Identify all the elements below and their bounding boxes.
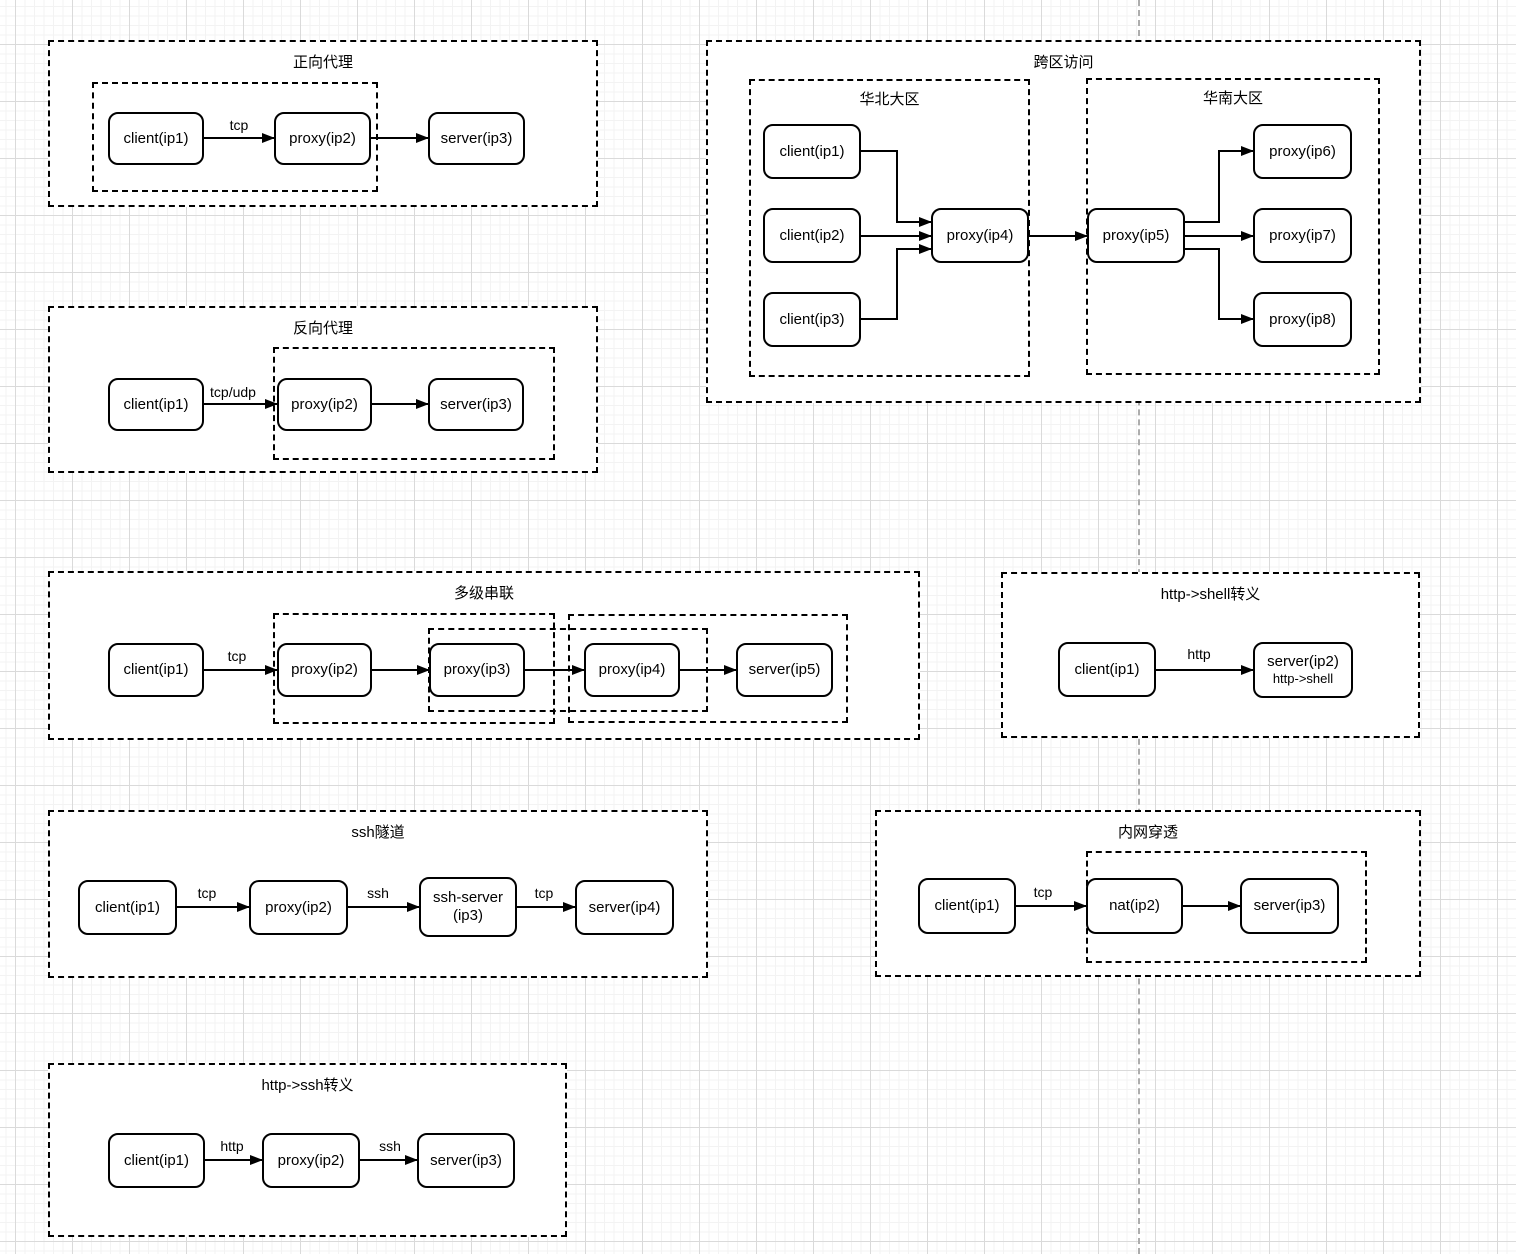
node-server-ip2[interactable]: server(ip2)http->shell xyxy=(1253,642,1353,698)
node-label: server(ip3) xyxy=(440,129,513,147)
node-label: (ip3) xyxy=(452,907,483,924)
edge-label: tcp xyxy=(535,885,554,901)
node-label: client(ip3) xyxy=(779,310,845,328)
node-server-ip3[interactable]: server(ip3) xyxy=(417,1133,515,1188)
node-nat-ip2[interactable]: nat(ip2) xyxy=(1086,878,1183,934)
node-client-ip1[interactable]: client(ip1) xyxy=(1058,642,1156,697)
node-server-ip3[interactable]: server(ip3) xyxy=(428,378,524,431)
node-client-ip2[interactable]: client(ip2) xyxy=(763,208,861,263)
node-proxy-ip8[interactable]: proxy(ip8) xyxy=(1253,292,1352,347)
edge-label: ssh xyxy=(367,885,389,901)
edge-label: tcp xyxy=(230,117,249,133)
node-label: client(ip1) xyxy=(1074,660,1140,678)
section-title-http-shell-escape: http->shell转义 xyxy=(1160,586,1261,603)
node-label: server(ip4) xyxy=(588,898,661,916)
node-proxy-ip2[interactable]: proxy(ip2) xyxy=(249,880,348,935)
node-label: proxy(ip4) xyxy=(598,661,666,678)
edge-label: http xyxy=(1187,646,1211,662)
edge-label: tcp xyxy=(198,885,217,901)
node-client-ip1[interactable]: client(ip1) xyxy=(108,1133,205,1188)
node-proxy-ip7[interactable]: proxy(ip7) xyxy=(1253,208,1352,263)
node-label: server(ip3) xyxy=(430,1151,502,1169)
edge-arrow[interactable] xyxy=(861,244,932,320)
edge-arrow[interactable] xyxy=(861,150,932,227)
section-title-http-ssh-escape: http->ssh转义 xyxy=(261,1077,354,1094)
node-client-ip1[interactable]: client(ip1) xyxy=(108,112,204,165)
node-server-ip4[interactable]: server(ip4) xyxy=(575,880,674,935)
node-label: proxy(ip7) xyxy=(1269,226,1336,244)
node-label: proxy(ip5) xyxy=(1102,226,1170,244)
node-label: proxy(ip2) xyxy=(291,661,358,678)
node-label: proxy(ip6) xyxy=(1269,142,1336,160)
edge-label: tcp/udp xyxy=(210,384,256,400)
edge-label: http xyxy=(220,1138,244,1154)
node-proxy-ip2[interactable]: proxy(ip2) xyxy=(277,643,372,697)
node-label: client(ip1) xyxy=(123,661,189,678)
section-title-nat-traversal: 内网穿透 xyxy=(1117,824,1178,841)
node-label: client(ip1) xyxy=(934,897,1000,914)
node-ssh-server[interactable]: ssh-server(ip3) xyxy=(419,877,517,937)
section-title-reverse-proxy: 反向代理 xyxy=(292,320,353,337)
section-title-forward-proxy: 正向代理 xyxy=(292,54,353,71)
edge-arrow[interactable] xyxy=(1185,146,1254,223)
node-proxy-ip6[interactable]: proxy(ip6) xyxy=(1253,124,1352,179)
node-label: proxy(ip3) xyxy=(443,661,511,678)
node-label: http->shell xyxy=(1272,671,1334,686)
node-label: ssh-server xyxy=(432,889,503,906)
node-client-ip1[interactable]: client(ip1) xyxy=(108,643,204,697)
node-label: client(ip1) xyxy=(779,142,845,160)
node-proxy-ip4[interactable]: proxy(ip4) xyxy=(584,643,680,697)
node-proxy-ip3[interactable]: proxy(ip3) xyxy=(429,643,525,697)
node-label: client(ip1) xyxy=(123,129,189,147)
node-label: client(ip1) xyxy=(94,898,161,916)
node-server-ip3[interactable]: server(ip3) xyxy=(1240,878,1339,934)
node-label: client(ip1) xyxy=(123,1151,190,1169)
node-server-ip3[interactable]: server(ip3) xyxy=(428,112,525,165)
node-label: server(ip5) xyxy=(748,661,821,678)
node-label: client(ip1) xyxy=(123,395,189,413)
node-proxy-ip2[interactable]: proxy(ip2) xyxy=(274,112,371,165)
node-client-ip1[interactable]: client(ip1) xyxy=(918,878,1016,934)
node-proxy-ip2[interactable]: proxy(ip2) xyxy=(262,1133,360,1188)
node-label: proxy(ip8) xyxy=(1269,310,1336,328)
edge-label: tcp xyxy=(228,648,247,664)
node-label: proxy(ip2) xyxy=(265,898,332,916)
node-proxy-ip2[interactable]: proxy(ip2) xyxy=(277,378,372,431)
edge-label: tcp xyxy=(1034,884,1053,900)
node-label: server(ip2) xyxy=(1267,653,1339,670)
node-server-ip5[interactable]: server(ip5) xyxy=(736,643,833,697)
node-label: server(ip3) xyxy=(440,395,512,413)
node-label: proxy(ip4) xyxy=(946,226,1014,244)
node-client-ip1[interactable]: client(ip1) xyxy=(108,378,204,431)
node-client-ip1[interactable]: client(ip1) xyxy=(78,880,177,935)
section-title-multi-level: 多级串联 xyxy=(453,585,514,602)
group-title: 华北大区 xyxy=(859,91,920,108)
group-华北大区[interactable]: 华北大区 xyxy=(749,79,1030,377)
node-proxy-ip4[interactable]: proxy(ip4) xyxy=(931,208,1029,263)
node-label: proxy(ip2) xyxy=(291,395,358,413)
group-title: 华南大区 xyxy=(1202,90,1263,107)
node-client-ip3[interactable]: client(ip3) xyxy=(763,292,861,347)
edge-label: ssh xyxy=(379,1138,401,1154)
node-label: server(ip3) xyxy=(1253,897,1326,914)
node-label: nat(ip2) xyxy=(1109,897,1160,914)
node-proxy-ip5[interactable]: proxy(ip5) xyxy=(1087,208,1185,263)
section-title-ssh-tunnel: ssh隧道 xyxy=(351,824,405,841)
node-client-ip1[interactable]: client(ip1) xyxy=(763,124,861,179)
node-label: proxy(ip2) xyxy=(289,129,356,147)
edge-arrow[interactable] xyxy=(1185,248,1254,324)
node-label: proxy(ip2) xyxy=(277,1151,345,1169)
group-box[interactable] xyxy=(568,614,848,723)
section-title-cross-region: 跨区访问 xyxy=(1033,54,1094,71)
node-label: client(ip2) xyxy=(779,226,845,244)
